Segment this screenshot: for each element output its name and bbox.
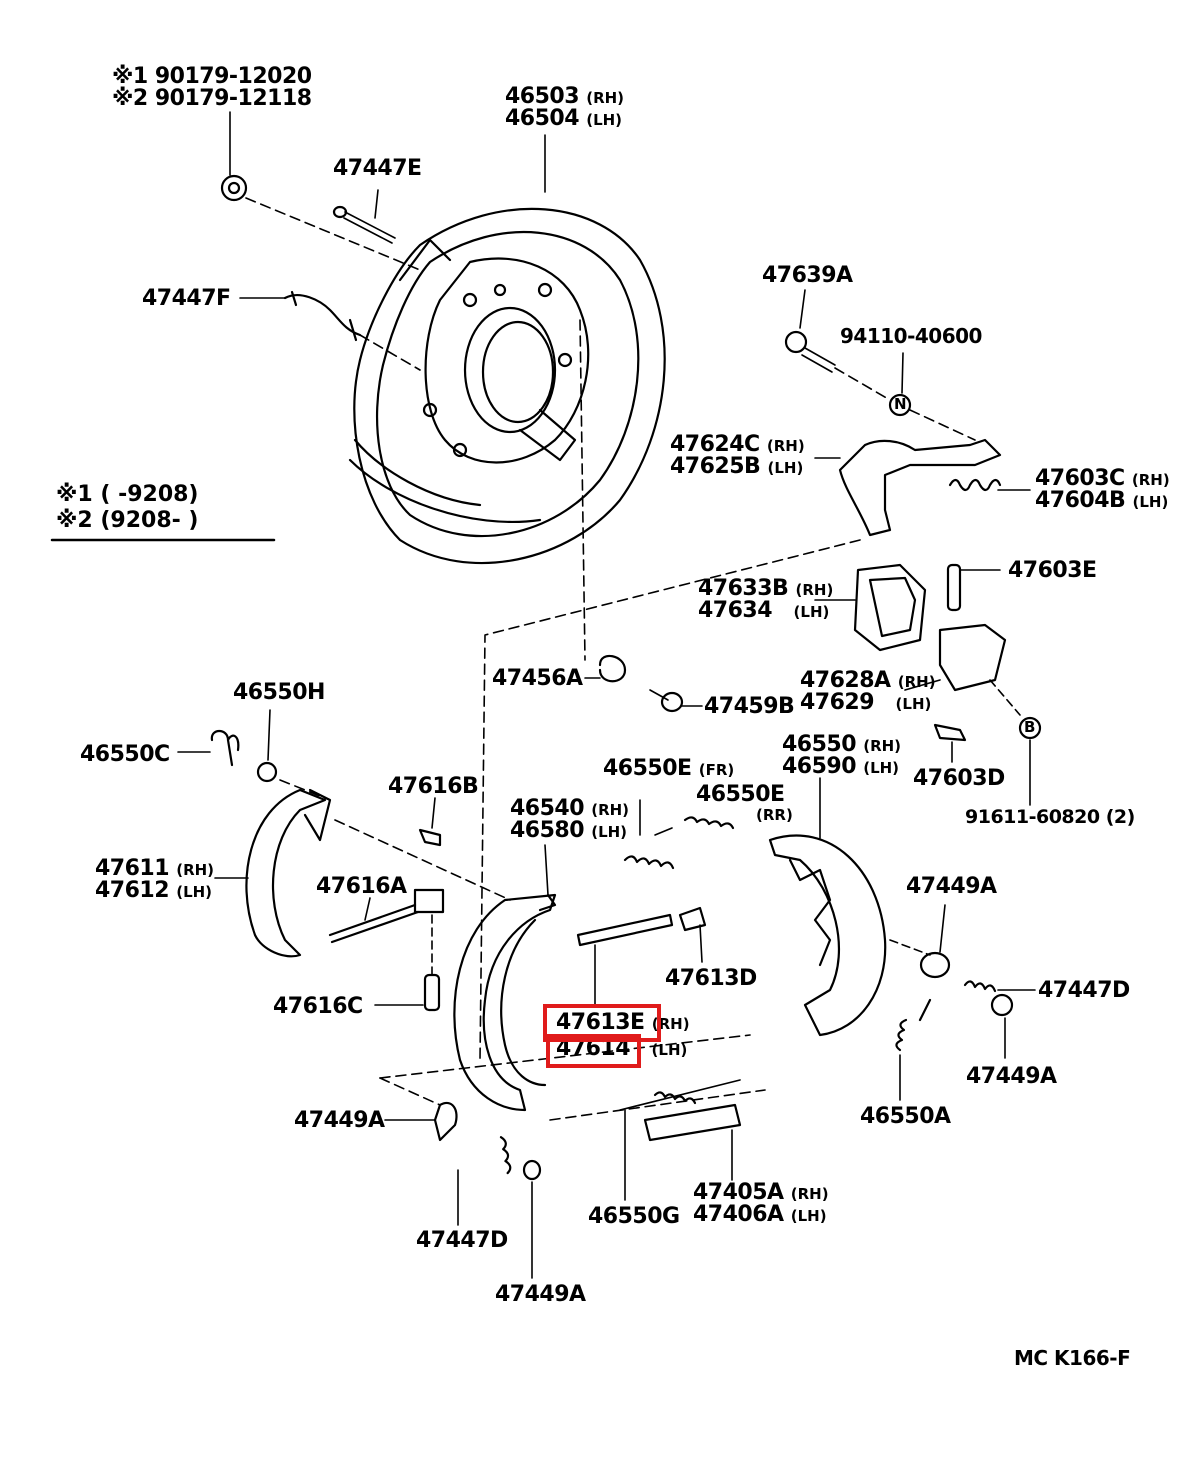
parking-shoe-drawings — [177, 709, 511, 1012]
part-47633B[interactable]: 47633B (RH) — [698, 576, 834, 601]
side-rr: (RR) — [756, 806, 793, 824]
part-47447E[interactable]: 47447E — [333, 156, 422, 181]
part-46550G[interactable]: 46550G — [588, 1204, 680, 1229]
part-47603C[interactable]: 47603C (RH) — [1035, 466, 1170, 491]
part-47447F[interactable]: 47447F — [142, 286, 231, 311]
part-46550H[interactable]: 46550H — [233, 680, 325, 705]
part-47604B[interactable]: 47604B (LH) — [1035, 488, 1169, 513]
bolt-drawings — [220, 111, 546, 371]
part-47616C[interactable]: 47616C — [273, 994, 363, 1019]
footnote-part-1: ※1 90179-12020 — [112, 64, 312, 89]
part-47611[interactable]: 47611 (RH) — [95, 856, 215, 881]
part-47612[interactable]: 47612 (LH) — [95, 878, 213, 903]
part-46590[interactable]: 46590 (LH) — [782, 754, 900, 779]
part-46504[interactable]: 46504 (LH) — [505, 106, 623, 131]
part-46550C[interactable]: 46550C — [80, 742, 170, 767]
part-46540[interactable]: 46540 (RH) — [510, 796, 630, 821]
part-47625B[interactable]: 47625B (LH) — [670, 454, 804, 479]
part-47447D-right[interactable]: 47447D — [1038, 978, 1130, 1003]
part-47603D[interactable]: 47603D — [913, 766, 1005, 791]
part-47456A[interactable]: 47456A — [492, 666, 583, 691]
part-47449A-bottom[interactable]: 47449A — [495, 1282, 586, 1307]
part-47616B[interactable]: 47616B — [388, 774, 479, 799]
front-shoe-drawings — [768, 777, 1036, 1101]
part-47447D-bottom[interactable]: 47447D — [416, 1228, 508, 1253]
part-46550A[interactable]: 46550A — [860, 1104, 951, 1129]
part-47613D[interactable]: 47613D — [665, 966, 757, 991]
part-47459B[interactable]: 47459B — [704, 694, 795, 719]
part-46550E-rear[interactable]: 46550E — [696, 782, 785, 807]
part-47624C[interactable]: 47624C (RH) — [670, 432, 805, 457]
part-94110-40600[interactable]: 94110-40600 — [840, 324, 982, 348]
highlight-box-47613E — [543, 1004, 661, 1042]
part-47449A-right[interactable]: 47449A — [906, 874, 997, 899]
part-46580[interactable]: 46580 (LH) — [510, 818, 628, 843]
part-91611-60820[interactable]: 91611-60820 (2) — [965, 806, 1135, 828]
footnote-part-2: ※2 90179-12118 — [112, 86, 312, 111]
hold-down-drawings — [384, 1101, 542, 1279]
part-47449A-left[interactable]: 47449A — [294, 1108, 385, 1133]
part-47639A[interactable]: 47639A — [762, 263, 853, 288]
backing-plate-drawing — [348, 207, 666, 565]
part-47449A-right-bottom[interactable]: 47449A — [966, 1064, 1057, 1089]
part-47613E[interactable]: 47613E (RH) — [556, 1010, 690, 1035]
part-46550-shoe[interactable]: 46550 (RH) — [782, 732, 902, 757]
figure-code: MC K166-F — [1014, 1346, 1131, 1370]
part-47629[interactable]: 47629 (LH) — [800, 690, 932, 715]
part-46550E-front[interactable]: 46550E (FR) — [603, 756, 735, 781]
part-47603E[interactable]: 47603E — [1008, 558, 1097, 583]
part-47628A[interactable]: 47628A (RH) — [800, 668, 936, 693]
part-47405A[interactable]: 47405A (RH) — [693, 1180, 829, 1205]
part-47614[interactable]: 47614 (LH) — [556, 1036, 688, 1061]
part-47406A[interactable]: 47406A (LH) — [693, 1202, 827, 1227]
legend-line-2: ※2 (9208- ) — [56, 508, 199, 533]
circle-mark-b: B — [1024, 718, 1036, 736]
legend-line-1: ※1 ( -9208) — [56, 482, 199, 507]
parking-lever-drawings — [479, 289, 1042, 1061]
part-47634[interactable]: 47634 (LH) — [698, 598, 830, 623]
part-47616A[interactable]: 47616A — [316, 874, 407, 899]
rear-shoe-drawings — [379, 799, 766, 1201]
part-46503[interactable]: 46503 (RH) — [505, 84, 625, 109]
circle-mark-n: N — [894, 395, 907, 413]
highlight-box-47614 — [546, 1034, 641, 1068]
